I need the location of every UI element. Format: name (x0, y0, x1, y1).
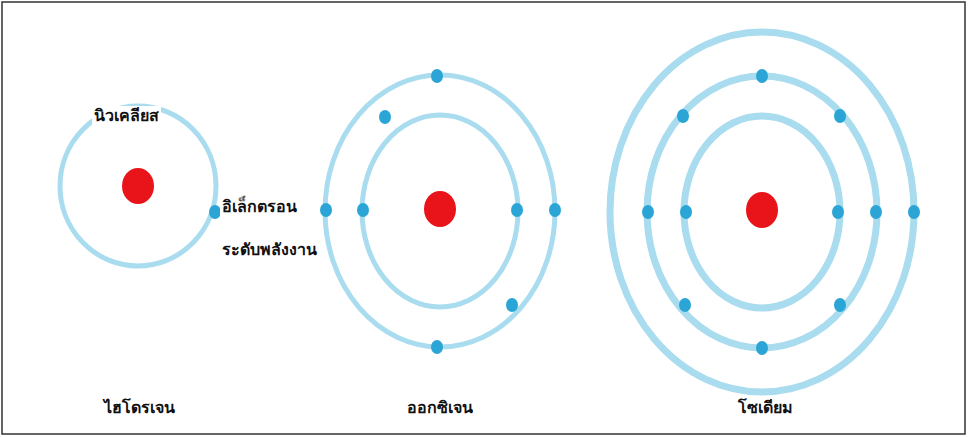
element-name: โซเดียม (736, 398, 795, 417)
element-name: ออกซิเจน (405, 398, 475, 417)
nucleus (122, 168, 154, 204)
nucleus-label: นิวเคลียส (92, 106, 161, 125)
nucleus (746, 192, 778, 228)
energy-level-label: ระดับพลังงาน (220, 240, 319, 259)
energy-level (362, 115, 518, 307)
element-name: ไฮโดรเจน (102, 398, 177, 417)
energy-level (610, 32, 914, 392)
oxygen-atom (320, 69, 561, 354)
energy-level (647, 76, 877, 348)
sodium-atom (610, 32, 920, 392)
energy-level (60, 106, 216, 266)
electrons (642, 69, 920, 355)
hydrogen-atom (60, 106, 221, 266)
electron-label: อิเล็กตรอน (220, 197, 299, 216)
nucleus (424, 191, 456, 227)
energy-level (684, 116, 840, 308)
energy-level (325, 75, 555, 347)
electrons (320, 69, 561, 354)
